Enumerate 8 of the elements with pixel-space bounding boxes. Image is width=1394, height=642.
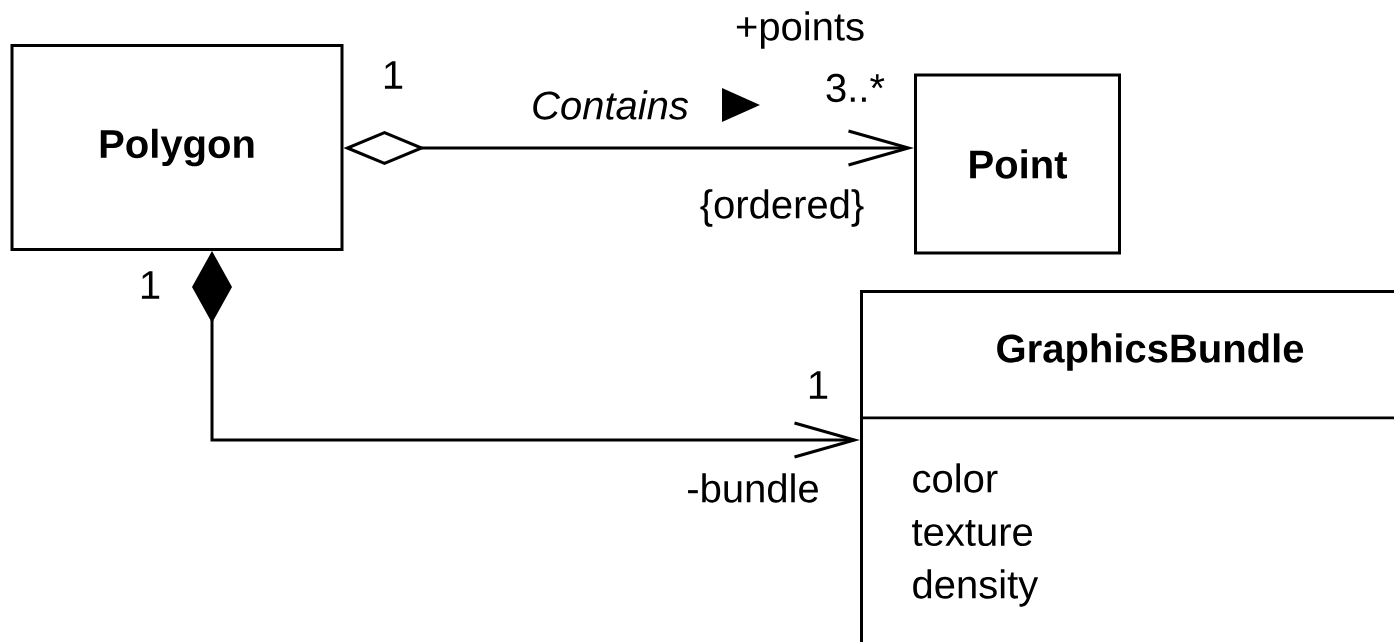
- multiplicity-label: -bundle: [688, 473, 818, 503]
- multiplicity-label: 1: [384, 61, 403, 89]
- edge-label: Contains: [533, 90, 689, 120]
- class-box: GraphicsBundle color texture density: [860, 290, 1394, 642]
- multiplicity-label: +points: [736, 11, 864, 49]
- class-box: Point: [914, 73, 1121, 255]
- multiplicity-label: {ordered}: [700, 189, 864, 227]
- class-box: Polygon: [10, 44, 344, 251]
